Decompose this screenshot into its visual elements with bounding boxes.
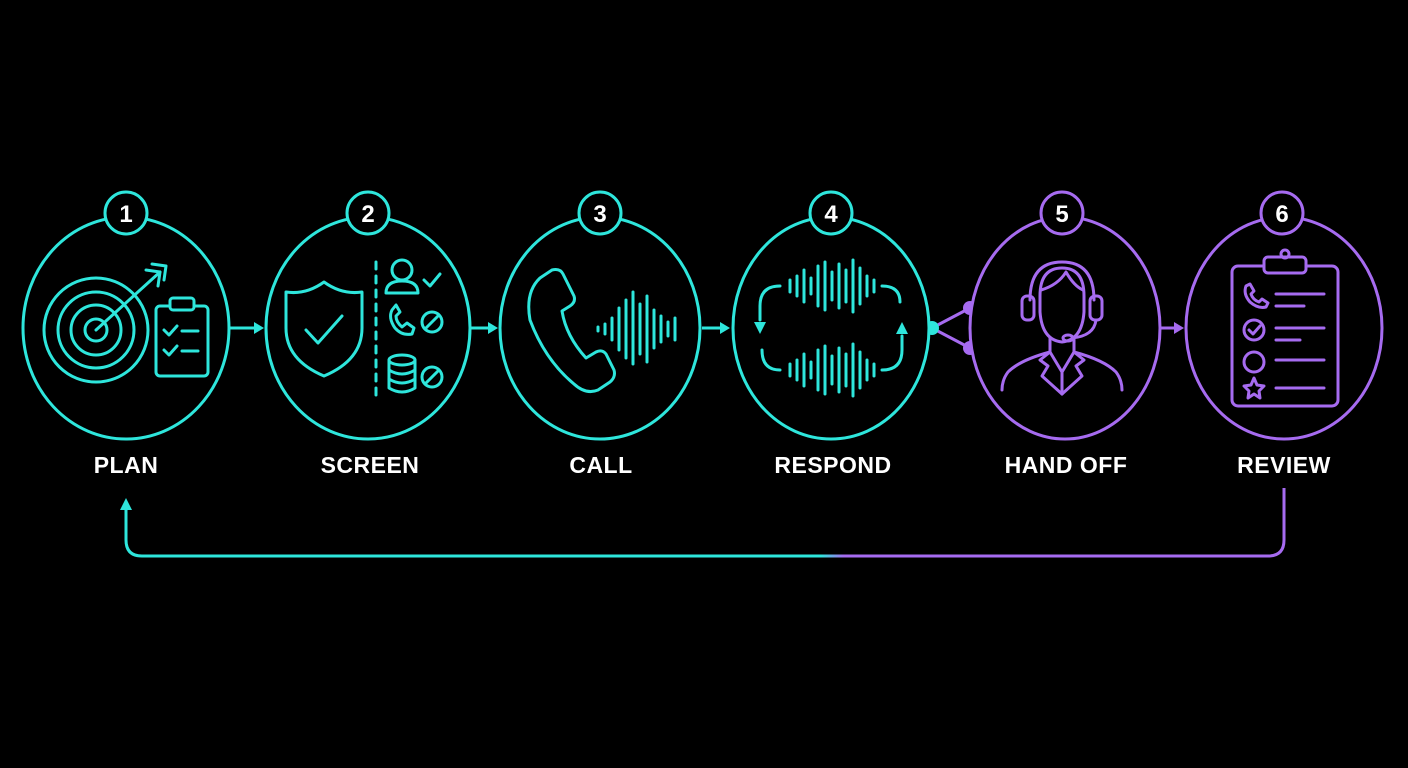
target-arrow-clipboard-icon [42, 262, 210, 384]
step-label-respond: RESPOND [774, 452, 892, 478]
feedback-loop-arrow [120, 488, 1286, 558]
step-number: 4 [824, 201, 838, 228]
step-label-call: CALL [569, 452, 633, 478]
arrow-3-to-4 [702, 322, 730, 334]
step-label-review: REVIEW [1237, 452, 1331, 478]
review-checklist-icon [1230, 248, 1340, 408]
arrow-2-to-3 [470, 322, 498, 334]
step-label-plan: PLAN [93, 452, 159, 478]
step-number: 1 [119, 201, 132, 228]
two-way-soundwave-icon [754, 258, 908, 398]
step-call: 3 [498, 190, 702, 441]
step-circle [968, 215, 1162, 441]
step-number: 3 [593, 201, 606, 228]
arrow-5-to-6 [1160, 322, 1184, 334]
step-number-badge [808, 190, 854, 236]
step-number-badge [577, 190, 623, 236]
step-review: 6 [1184, 190, 1384, 441]
headset-agent-icon [1000, 260, 1124, 396]
step-number: 6 [1275, 201, 1288, 228]
step-respond: 4 [731, 190, 931, 441]
step-number: 5 [1055, 201, 1068, 228]
shield-check-screening-icon [284, 258, 444, 398]
step-number-badge [1039, 190, 1085, 236]
step-label-hand-off: HAND OFF [1004, 452, 1128, 478]
step-hand-off: 5 [968, 190, 1162, 441]
step-number-badge [345, 190, 391, 236]
step-plan: 1 [21, 190, 231, 441]
phone-soundwave-icon [527, 268, 677, 393]
step-label-screen: SCREEN [320, 452, 420, 478]
step-number-badge [1259, 190, 1305, 236]
step-number-badge [103, 190, 149, 236]
step-number: 2 [361, 201, 374, 228]
step-circle [498, 215, 702, 441]
step-screen: 2 [264, 190, 472, 441]
arrow-1-to-2 [230, 322, 264, 334]
